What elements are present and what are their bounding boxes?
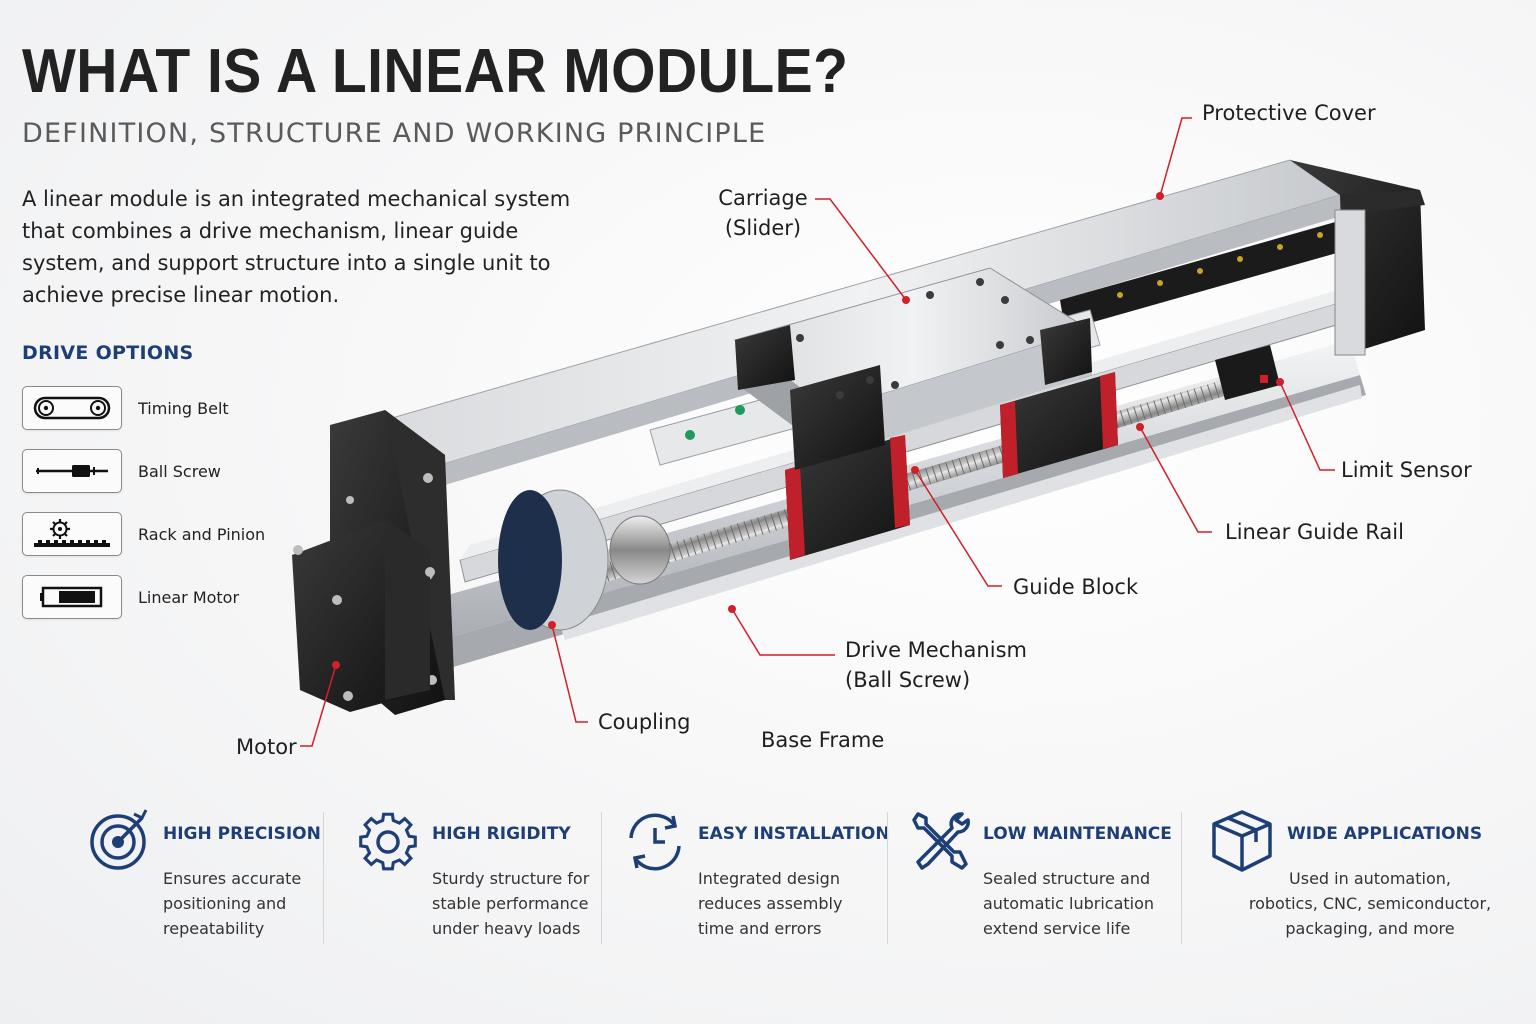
drive-option-label: Timing Belt — [138, 398, 229, 418]
target-icon — [90, 809, 148, 870]
drive-option-linear-motor: Linear Motor — [22, 575, 239, 619]
callout-protective-cover: Protective Cover — [1202, 101, 1376, 125]
page-subtitle: DEFINITION, STRUCTURE AND WORKING PRINCI… — [22, 118, 767, 149]
motor — [292, 520, 435, 712]
feature-title: HIGH RIGIDITY — [432, 824, 571, 844]
callout-guide-block: Guide Block — [1013, 575, 1139, 599]
drive-option-rack-pinion: Rack and Pinion — [22, 512, 265, 556]
feature-divider — [887, 812, 888, 944]
drive-option-timing-belt: Timing Belt — [22, 386, 229, 430]
gear-icon — [359, 812, 417, 871]
feature-high-rigidity: HIGH RIGIDITY Sturdy structure for stabl… — [356, 806, 596, 956]
callout-carriage: Carriage (Slider) — [712, 183, 814, 243]
feature-title: LOW MAINTENANCE — [983, 824, 1172, 844]
end-cap-right — [1290, 160, 1425, 356]
callout-limit-sensor: Limit Sensor — [1341, 458, 1472, 482]
carriage — [649, 267, 1101, 470]
drive-options-heading: DRIVE OPTIONS — [22, 342, 194, 364]
ball-screw-icon — [22, 449, 122, 493]
cable-chain — [1060, 215, 1365, 330]
guide-block-front — [785, 435, 910, 560]
feature-description: Integrated design reduces assembly time … — [698, 869, 843, 938]
clock-cycle-icon — [629, 813, 681, 871]
callout-motor: Motor — [236, 735, 297, 759]
leader-lines — [300, 117, 1335, 747]
feature-description: Ensures accurate positioning and repeata… — [163, 869, 302, 938]
limit-sensor — [1215, 345, 1280, 400]
feature-description: Sturdy structure for stable performance … — [432, 869, 590, 938]
coupling — [498, 489, 671, 631]
intro-paragraph: A linear module is an integrated mechani… — [22, 187, 571, 307]
feature-description: Used in automation, robotics, CNC, semic… — [1248, 869, 1492, 938]
rack-pinion-icon — [22, 512, 122, 556]
drive-option-label: Ball Screw — [138, 461, 221, 481]
feature-title: HIGH PRECISION — [163, 824, 321, 844]
drive-option-label: Linear Motor — [138, 587, 240, 607]
drive-option-label: Rack and Pinion — [138, 524, 266, 544]
features-row: HIGH PRECISION Ensures accurate position… — [80, 806, 1500, 956]
guide-block-rear — [1000, 372, 1118, 478]
callout-linear-guide-rail: Linear Guide Rail — [1225, 520, 1404, 544]
callout-coupling: Coupling — [598, 710, 691, 734]
feature-divider — [323, 812, 324, 944]
callout-drive-mechanism: Drive Mechanism (Ball Screw) — [845, 635, 1027, 695]
feature-title: WIDE APPLICATIONS — [1287, 824, 1483, 844]
callout-carriage-line2: (Slider) — [724, 216, 802, 240]
feature-high-precision: HIGH PRECISION Ensures accurate position… — [88, 806, 321, 956]
feature-wide-applications: WIDE APPLICATIONS Used in automation, ro… — [1210, 806, 1500, 956]
linear-motor-icon — [22, 575, 122, 619]
drive-option-ball-screw: Ball Screw — [22, 449, 221, 493]
leader-dots — [332, 192, 1284, 669]
feature-easy-installation: EASY INSTALLATION Integrated design redu… — [623, 806, 893, 956]
feature-low-maintenance: LOW MAINTENANCE Sealed structure and aut… — [908, 806, 1178, 956]
callout-base-frame: Base Frame — [761, 728, 885, 752]
callout-carriage-line1: Carriage — [718, 186, 808, 210]
callout-drive-mechanism-line2: (Ball Screw) — [845, 668, 971, 692]
feature-divider — [1181, 812, 1182, 944]
feature-description: Sealed structure and automatic lubricati… — [983, 869, 1155, 938]
box-icon — [1212, 810, 1272, 872]
page-title: WHAT IS A LINEAR MODULE? — [22, 37, 849, 106]
callout-drive-mechanism-line1: Drive Mechanism — [845, 638, 1027, 662]
tools-icon — [912, 812, 970, 870]
feature-divider — [601, 812, 602, 944]
timing-belt-icon — [22, 386, 122, 430]
feature-title: EASY INSTALLATION — [698, 824, 890, 844]
